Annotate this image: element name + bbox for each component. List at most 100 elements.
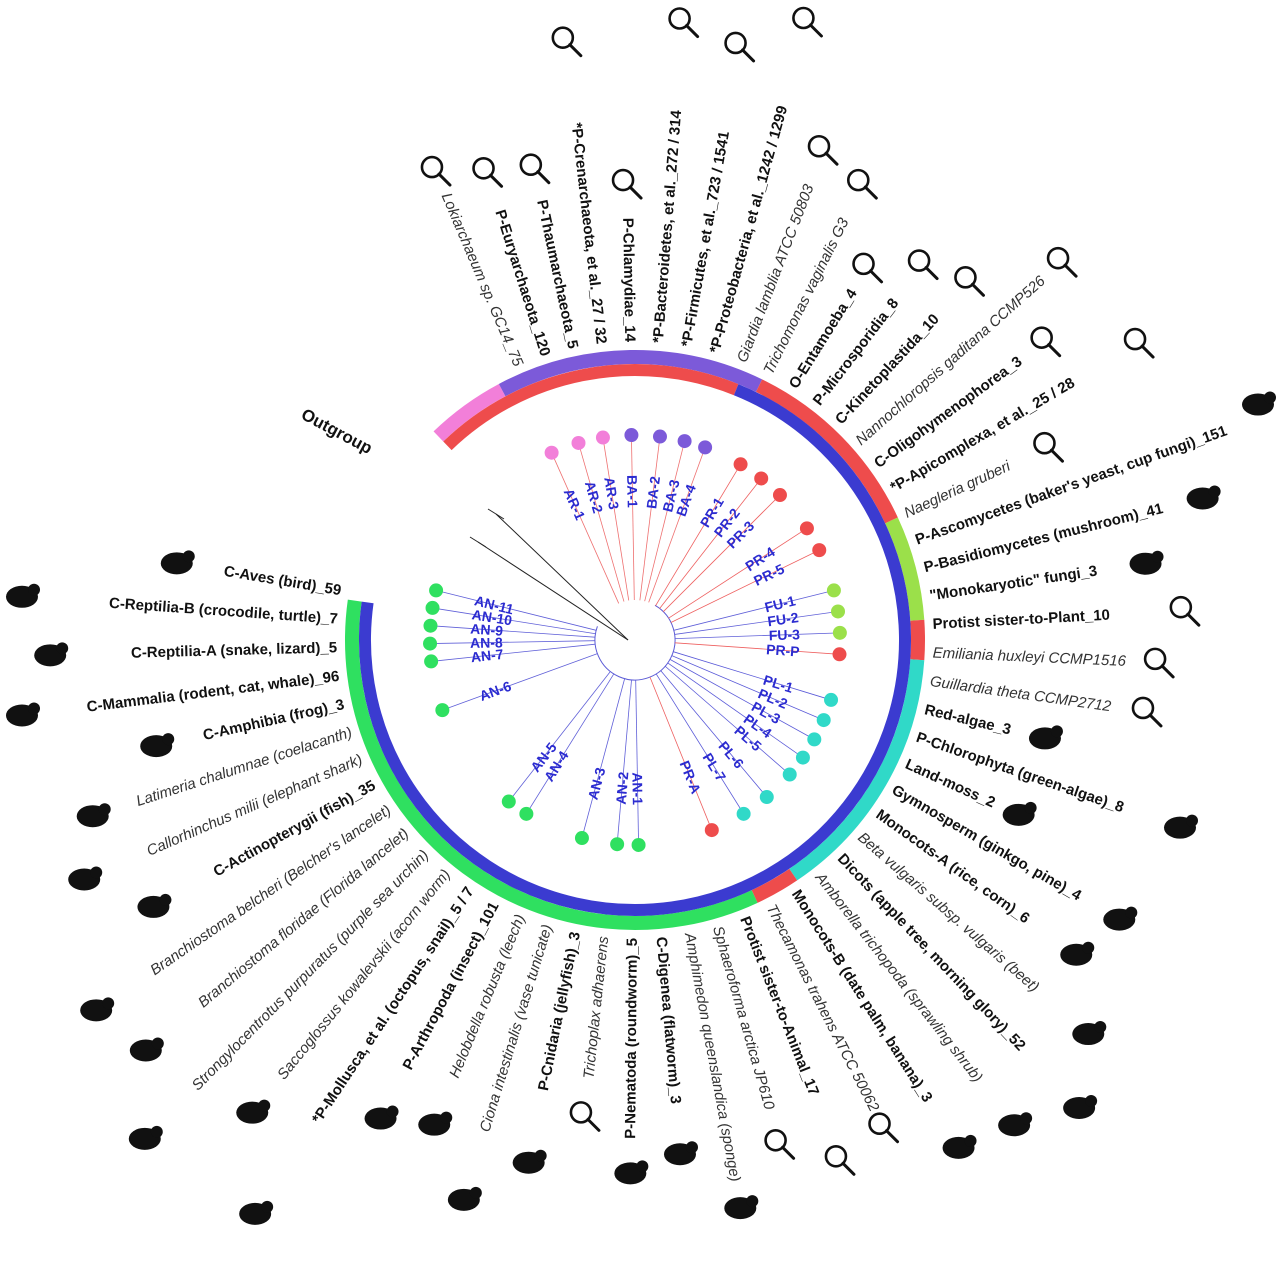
banana-icon <box>942 1134 977 1159</box>
leech-icon <box>418 1111 453 1136</box>
tip-node <box>807 732 822 747</box>
tip-node <box>624 428 639 443</box>
outer-ring-segment-fungi <box>885 517 925 621</box>
outer-ring-segment-bacteria <box>498 350 763 397</box>
magnifier-icon <box>846 168 878 200</box>
bird-icon <box>160 550 195 575</box>
tip-node <box>795 750 810 765</box>
snake-icon <box>34 642 69 667</box>
lancelet-icon <box>80 997 115 1022</box>
taxon-label: Protist sister-to-Plant_10 <box>932 607 1110 633</box>
tip-node <box>652 429 667 444</box>
tip-branch <box>673 651 832 701</box>
tip-branch <box>667 662 804 758</box>
tip-branch <box>673 590 835 631</box>
tip-branch <box>578 442 625 602</box>
jellyfish-icon <box>512 1149 547 1174</box>
tip-label: BA-1 <box>624 475 641 508</box>
group-color-rings <box>345 350 925 930</box>
magnifier-icon <box>519 153 551 185</box>
magnifier-icon <box>764 1128 796 1160</box>
green-algae-icon <box>1163 814 1198 839</box>
taxon-label: C-Reptilia-A (snake, lizard)_5 <box>131 639 338 661</box>
taxon-label: Red-algae_3 <box>923 701 1013 738</box>
taxon-label: P-Basidiomycetes (mushroom)_41 <box>922 500 1165 576</box>
mushroom-icon <box>1186 485 1221 510</box>
taxon-label: *P-Bacteroidetes, et al._272 / 314 <box>650 109 685 344</box>
magnifier-icon <box>852 252 884 284</box>
magnifier-icon <box>472 156 504 188</box>
beet-icon <box>1072 1021 1107 1046</box>
tip-node <box>423 636 438 651</box>
tip-branch <box>431 643 596 662</box>
tip-node <box>831 604 846 619</box>
tip-branch <box>508 671 611 802</box>
tree-branches <box>430 435 840 845</box>
apple-icon <box>1063 1095 1098 1120</box>
coelacanth-icon <box>76 803 111 828</box>
snail-icon <box>239 1200 274 1225</box>
outgroup-branch <box>477 541 629 641</box>
magnifier-icon <box>807 134 839 166</box>
magnifier-icon <box>724 31 756 63</box>
tip-node <box>574 831 589 846</box>
tip-node <box>423 618 438 633</box>
tip-node <box>754 471 769 486</box>
tip-label: PR-A <box>677 758 705 796</box>
magnifier-icon <box>1169 595 1201 627</box>
tip-branch <box>655 673 744 815</box>
tip-node <box>677 434 692 449</box>
outgroup-branch-tick <box>469 536 487 548</box>
tip-node <box>595 430 610 445</box>
tip-branch <box>442 653 598 711</box>
corn-icon <box>1060 941 1095 966</box>
tip-branch <box>526 673 615 815</box>
tip-branch <box>664 665 790 775</box>
tip-label: AR-3 <box>601 476 622 511</box>
tip-node <box>501 794 516 809</box>
shark-icon <box>68 866 103 891</box>
tip-label: PR-P <box>766 641 800 659</box>
tip-branch <box>674 642 840 655</box>
magnifier-icon <box>792 6 823 38</box>
outer-ring-segment-animal <box>345 599 758 930</box>
tunicate-icon <box>447 1186 482 1211</box>
tip-branch <box>674 632 840 640</box>
tip-node <box>816 713 831 728</box>
inner-ring-segment <box>443 364 739 451</box>
magnifier-icon <box>569 1101 601 1132</box>
tip-branch <box>670 549 820 623</box>
tip-node <box>424 654 439 669</box>
tip-label: FU-1 <box>763 592 797 615</box>
tip-node <box>733 457 748 472</box>
flatworm-icon <box>663 1141 698 1166</box>
taxon-label: C-Reptilia-B (crocodile, turtle)_7 <box>108 595 338 628</box>
tip-branch <box>674 611 839 635</box>
tip-label: AN-1 <box>629 772 646 805</box>
tip-node <box>429 583 444 598</box>
tip-node <box>826 583 841 598</box>
tip-branch <box>671 655 824 721</box>
magnifier-icon <box>1123 327 1155 359</box>
tip-branch <box>663 494 781 612</box>
tip-node <box>544 445 559 460</box>
taxon-label: Emiliania huxleyi CCMP1516 <box>932 645 1127 670</box>
magnifier-icon <box>1033 431 1064 463</box>
internal-branch-arc <box>594 604 676 681</box>
outer-ring-segment-protist-animal <box>751 868 798 903</box>
tip-label: FU-3 <box>769 626 801 643</box>
tip-node <box>782 767 797 782</box>
taxon-label: C-Aves (bird)_59 <box>223 563 343 599</box>
tip-branch <box>435 590 597 631</box>
magnifier-icon <box>1131 696 1163 728</box>
human-icon <box>6 702 40 727</box>
tip-branch <box>616 679 632 845</box>
tip-branch <box>631 435 635 601</box>
insect-icon <box>364 1105 399 1130</box>
fish-icon <box>137 893 172 918</box>
tip-node <box>799 521 814 536</box>
magnifier-icon <box>1143 647 1175 679</box>
tip-branch <box>660 670 768 798</box>
tip-branch <box>581 678 626 839</box>
